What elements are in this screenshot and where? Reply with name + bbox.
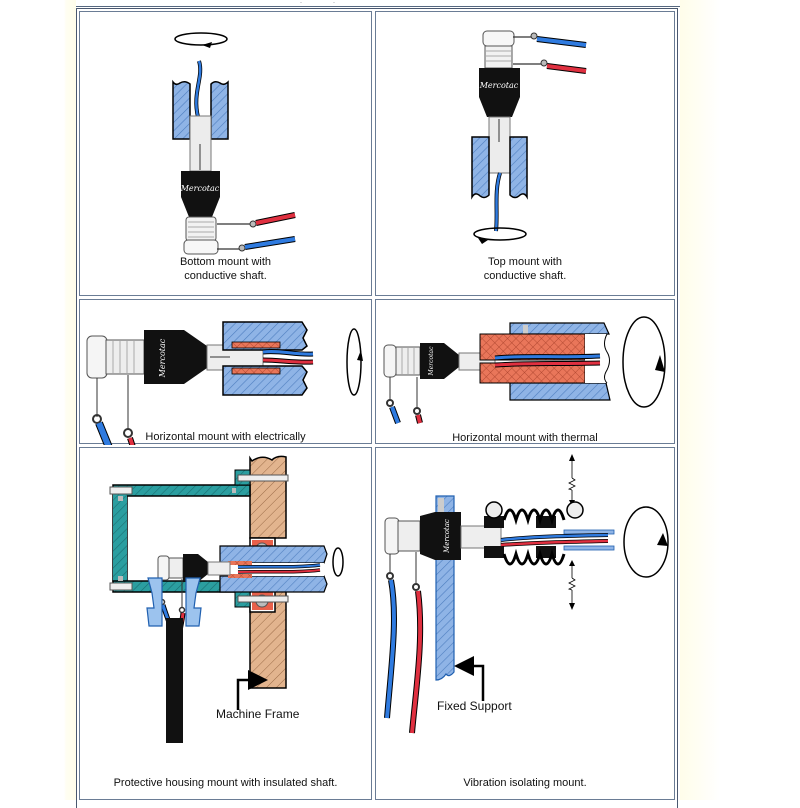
connector-body	[181, 171, 220, 217]
rotation-arrow-icon	[622, 316, 666, 408]
page-margin-left	[0, 0, 76, 800]
connector-body	[183, 554, 208, 582]
brand-logo: Mercotac	[180, 184, 220, 193]
red-wire	[546, 64, 587, 73]
horizontal-thermal-diagram: Mercotac	[383, 316, 666, 425]
page-margin-right	[680, 0, 800, 800]
clamp-screw	[566, 501, 584, 519]
rotation-arrow-icon	[473, 227, 527, 241]
shaft-left	[172, 79, 191, 140]
blue-wire	[195, 60, 202, 118]
stray-mark: ·	[300, 0, 302, 6]
rotation-arrow-icon	[332, 547, 344, 577]
cable	[166, 618, 183, 743]
connector-body	[479, 68, 520, 117]
shaft-right	[210, 80, 229, 140]
mounting-options-table	[76, 8, 678, 808]
caption: Horizontal mount with thermal	[452, 432, 598, 444]
blue-wire	[244, 237, 296, 249]
rotation-arrow-icon	[174, 32, 228, 46]
caption: conductive shaft.	[184, 270, 267, 282]
rotation-arrow-icon	[346, 328, 362, 396]
rotation-arrow-icon	[623, 506, 669, 578]
top-rule	[76, 6, 680, 7]
blue-wire	[262, 350, 314, 356]
bellows	[502, 548, 566, 566]
machine-frame-label: Machine Frame	[216, 707, 300, 721]
top-mount-diagram: Mercotac	[471, 30, 587, 244]
blue-wire	[494, 354, 601, 360]
brand-logo: Mercotac	[443, 519, 451, 554]
cell-horizontal-electrical: Mercotac Horizontal mount with electrica…	[79, 299, 372, 445]
blue-wire	[494, 172, 502, 232]
bellows	[502, 508, 566, 526]
red-wire	[494, 361, 601, 367]
blue-wire	[237, 564, 321, 568]
cell-protective-housing: Machine Frame Protective housing mount w…	[79, 447, 372, 800]
blue-wire	[500, 533, 609, 542]
red-wire	[128, 437, 135, 445]
bolt	[237, 474, 289, 482]
cell-bottom-mount: Mercotac Bottom mount with conductive sh…	[79, 11, 372, 296]
connector-body	[420, 512, 461, 560]
protective-housing-diagram	[109, 455, 344, 743]
cell-top-mount: Mercotac Top mount with conductive shaft…	[375, 11, 675, 296]
brand-logo: Mercotac	[428, 346, 435, 377]
blue-wire	[96, 421, 112, 445]
caption: Vibration isolating mount.	[463, 777, 587, 789]
red-wire	[410, 590, 423, 734]
vibration-isolating-diagram: Mercotac	[384, 454, 669, 734]
vibration-icon	[567, 577, 576, 591]
horizontal-electrical-diagram: Mercotac	[86, 321, 363, 445]
caption: Top mount with	[488, 256, 562, 268]
callout-arrow	[236, 670, 268, 710]
vibration-icon	[567, 477, 576, 491]
blue-wire	[390, 406, 400, 424]
bolt	[237, 595, 289, 603]
caption: Protective housing mount with insulated …	[113, 777, 338, 789]
red-wire	[255, 213, 296, 225]
red-wire	[262, 358, 314, 364]
brand-logo: Mercotac	[479, 81, 519, 90]
red-wire	[237, 569, 321, 573]
caption: Horizontal mount with electrically	[145, 431, 306, 443]
clamp-screw	[485, 501, 503, 519]
caption: conductive shaft.	[483, 270, 567, 282]
callout-arrow	[454, 656, 485, 701]
connector-body	[420, 343, 459, 379]
brand-logo: Mercotac	[158, 338, 167, 378]
cell-horizontal-thermal: Mercotac Horizontal mount with thermal	[375, 299, 675, 444]
bottom-mount-diagram: Mercotac	[172, 32, 296, 255]
red-wire	[500, 539, 609, 547]
fixed-support-label: Fixed Support	[437, 699, 512, 713]
caption: Bottom mount with	[179, 256, 272, 268]
stray-mark: ·	[333, 0, 335, 6]
red-wire	[416, 414, 422, 424]
connector-body	[144, 330, 207, 384]
blue-wire	[536, 37, 587, 47]
blue-wire	[385, 579, 396, 719]
cell-vibration-isolating: Mercotac Fixed Support Vibration isolati…	[375, 447, 675, 800]
